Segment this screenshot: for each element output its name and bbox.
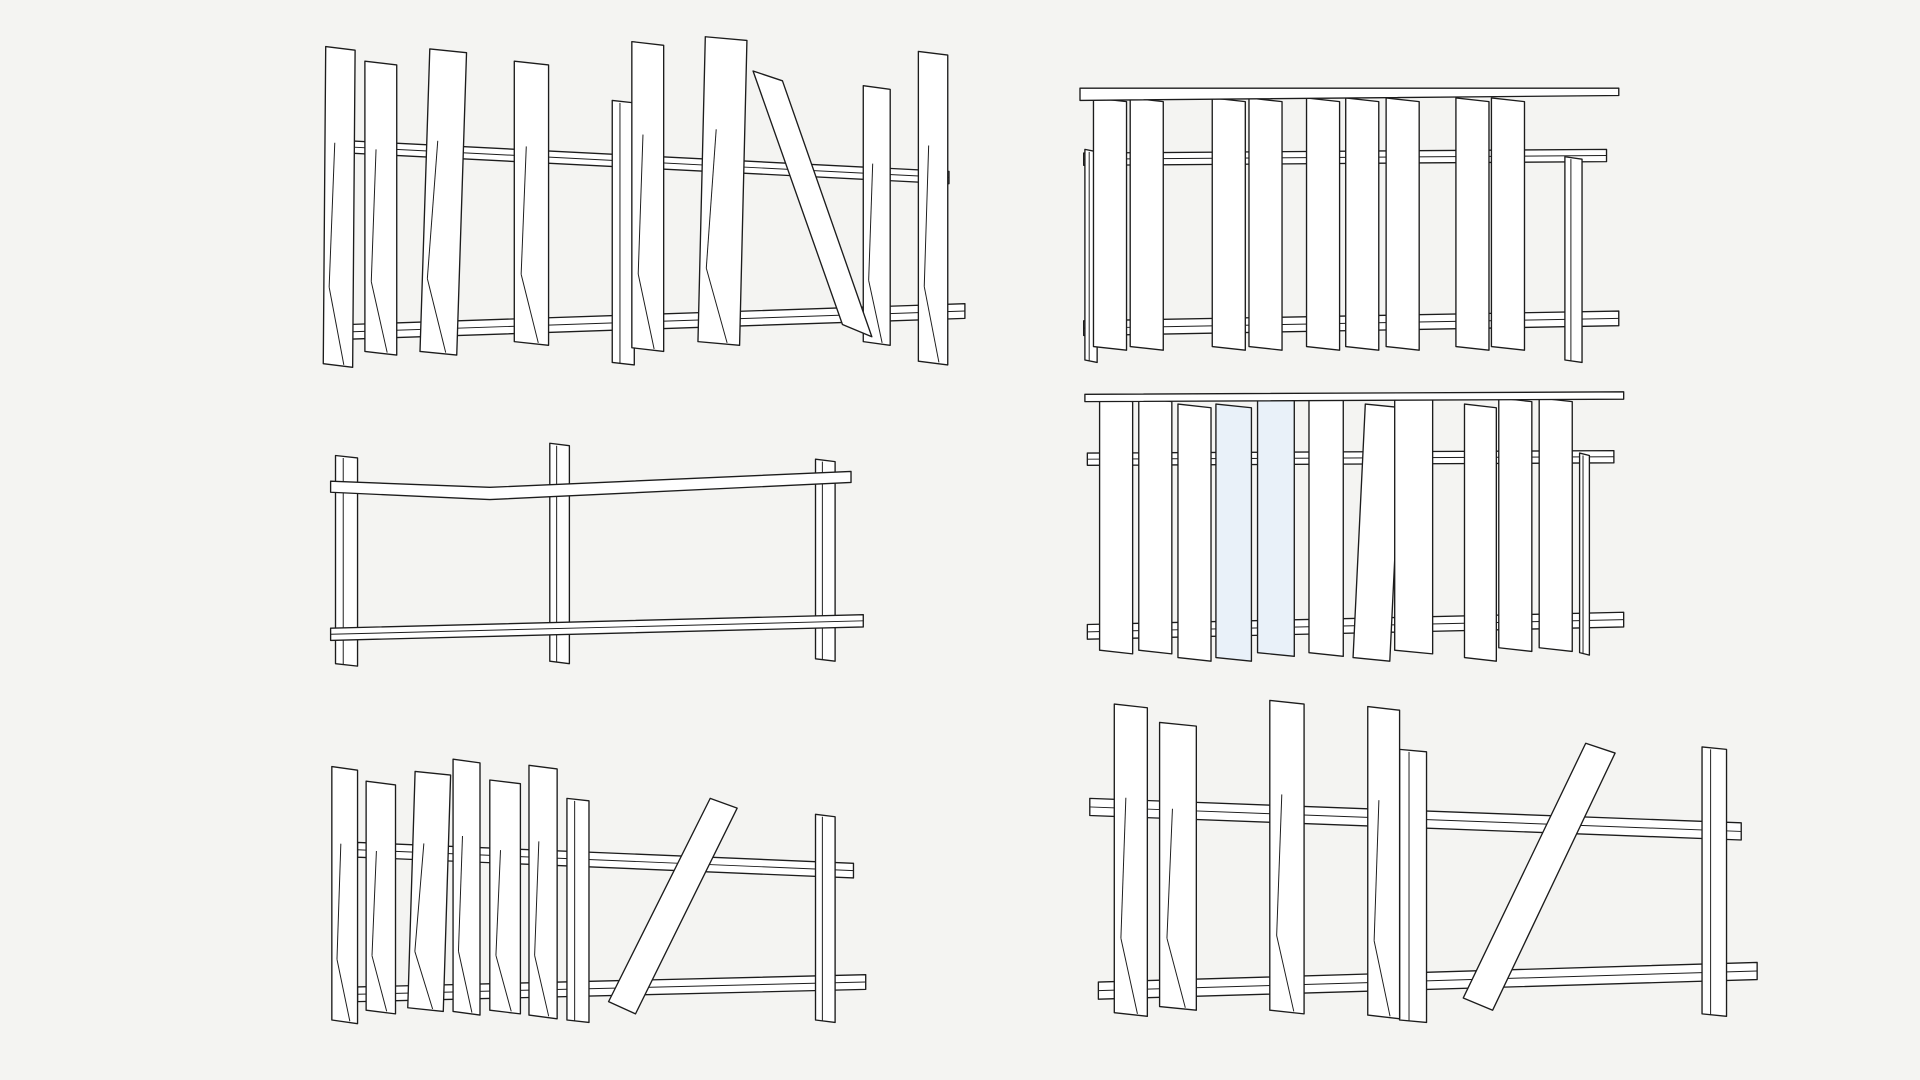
plank bbox=[1498, 397, 1533, 653]
plank bbox=[1345, 97, 1380, 351]
picket-fence-broken-short bbox=[331, 758, 867, 1025]
plank-edge bbox=[328, 142, 336, 288]
post bbox=[1701, 746, 1728, 1017]
plank bbox=[513, 60, 550, 346]
plank-edge bbox=[520, 146, 527, 275]
plank-edge bbox=[414, 951, 434, 1010]
board-fence-with-top-cap-broken bbox=[1084, 391, 1625, 662]
post bbox=[1398, 748, 1428, 1024]
plank bbox=[1385, 97, 1420, 351]
plank-tilted bbox=[1462, 742, 1616, 1011]
plank-edge bbox=[371, 850, 377, 956]
plank-edge bbox=[371, 955, 388, 1012]
post bbox=[566, 797, 590, 1024]
picket-fence-irregular-tall bbox=[322, 36, 966, 369]
plank bbox=[1158, 721, 1197, 1011]
plank bbox=[1256, 393, 1295, 657]
plank-edge bbox=[457, 835, 463, 952]
plank-edge bbox=[370, 149, 377, 282]
plank-edge bbox=[868, 280, 883, 343]
top-cap bbox=[1079, 87, 1620, 102]
plank-edge bbox=[1373, 800, 1380, 941]
plank-edge bbox=[1276, 794, 1283, 936]
plank-edge bbox=[637, 273, 655, 350]
plank bbox=[1092, 97, 1128, 351]
plank bbox=[1098, 397, 1134, 655]
plank-edge bbox=[1373, 940, 1391, 1017]
plank bbox=[364, 60, 398, 356]
plank-edge bbox=[534, 955, 550, 1017]
plank-edge bbox=[336, 959, 351, 1022]
plank bbox=[322, 45, 356, 369]
plank bbox=[697, 36, 748, 346]
plank-tilted bbox=[752, 70, 873, 338]
plank bbox=[1215, 403, 1253, 662]
plank-edge bbox=[705, 129, 717, 269]
plank bbox=[407, 770, 452, 1013]
plank bbox=[365, 780, 397, 1015]
plank-edge bbox=[520, 274, 539, 343]
plank-edge bbox=[637, 134, 644, 274]
post bbox=[334, 454, 359, 667]
plank-edge bbox=[705, 268, 728, 343]
top-cap bbox=[1084, 391, 1625, 403]
plank bbox=[1538, 397, 1573, 653]
picket-fence-broken-sparse bbox=[1089, 699, 1758, 1024]
plank bbox=[1394, 393, 1434, 655]
plank-edge bbox=[495, 955, 512, 1012]
plank-edge bbox=[1120, 938, 1138, 1014]
plank-edge bbox=[868, 163, 874, 281]
plank-edge bbox=[426, 278, 447, 353]
plank-edge bbox=[330, 620, 864, 635]
plank bbox=[1129, 97, 1164, 351]
post bbox=[814, 458, 836, 662]
plank-edge bbox=[414, 843, 425, 952]
plank-edge bbox=[1166, 808, 1173, 939]
plank-edge bbox=[534, 841, 540, 956]
plank bbox=[1490, 97, 1526, 351]
plank-edge bbox=[457, 951, 473, 1013]
post bbox=[611, 99, 635, 366]
plank bbox=[1138, 397, 1173, 655]
plank-tilted bbox=[607, 797, 738, 1015]
plank-edge bbox=[370, 281, 388, 353]
plank bbox=[489, 779, 522, 1015]
plank-edge bbox=[1166, 938, 1186, 1008]
plank-edge bbox=[923, 145, 930, 287]
plank bbox=[1269, 699, 1305, 1015]
post bbox=[814, 813, 836, 1024]
post bbox=[549, 442, 571, 665]
plank bbox=[1248, 97, 1283, 351]
plank-edge bbox=[336, 843, 342, 960]
plank bbox=[331, 765, 359, 1025]
plank bbox=[917, 50, 949, 366]
plank bbox=[862, 85, 891, 346]
rail-fence-two-rails bbox=[329, 442, 864, 667]
plank bbox=[1305, 97, 1341, 351]
plank-edge bbox=[426, 140, 439, 279]
plank-edge bbox=[1120, 797, 1127, 939]
plank bbox=[452, 758, 481, 1016]
plank bbox=[528, 764, 558, 1020]
plank bbox=[1308, 393, 1344, 657]
post bbox=[1564, 156, 1583, 364]
board-fence-with-top-cap bbox=[1079, 87, 1620, 364]
rail bbox=[329, 470, 852, 501]
plank bbox=[1211, 97, 1246, 351]
plank bbox=[1352, 403, 1403, 662]
plank bbox=[1367, 705, 1401, 1020]
plank bbox=[1463, 403, 1497, 662]
plank bbox=[419, 48, 468, 356]
plank-edge bbox=[328, 287, 345, 365]
plank-edge bbox=[1276, 935, 1295, 1012]
plank-edge bbox=[495, 850, 501, 956]
plank-edge bbox=[923, 286, 940, 363]
post bbox=[1578, 452, 1591, 656]
plank bbox=[631, 40, 665, 353]
plank bbox=[1177, 403, 1212, 662]
plank-edge bbox=[1098, 970, 1758, 992]
plank bbox=[1455, 97, 1490, 351]
plank bbox=[1113, 703, 1149, 1017]
